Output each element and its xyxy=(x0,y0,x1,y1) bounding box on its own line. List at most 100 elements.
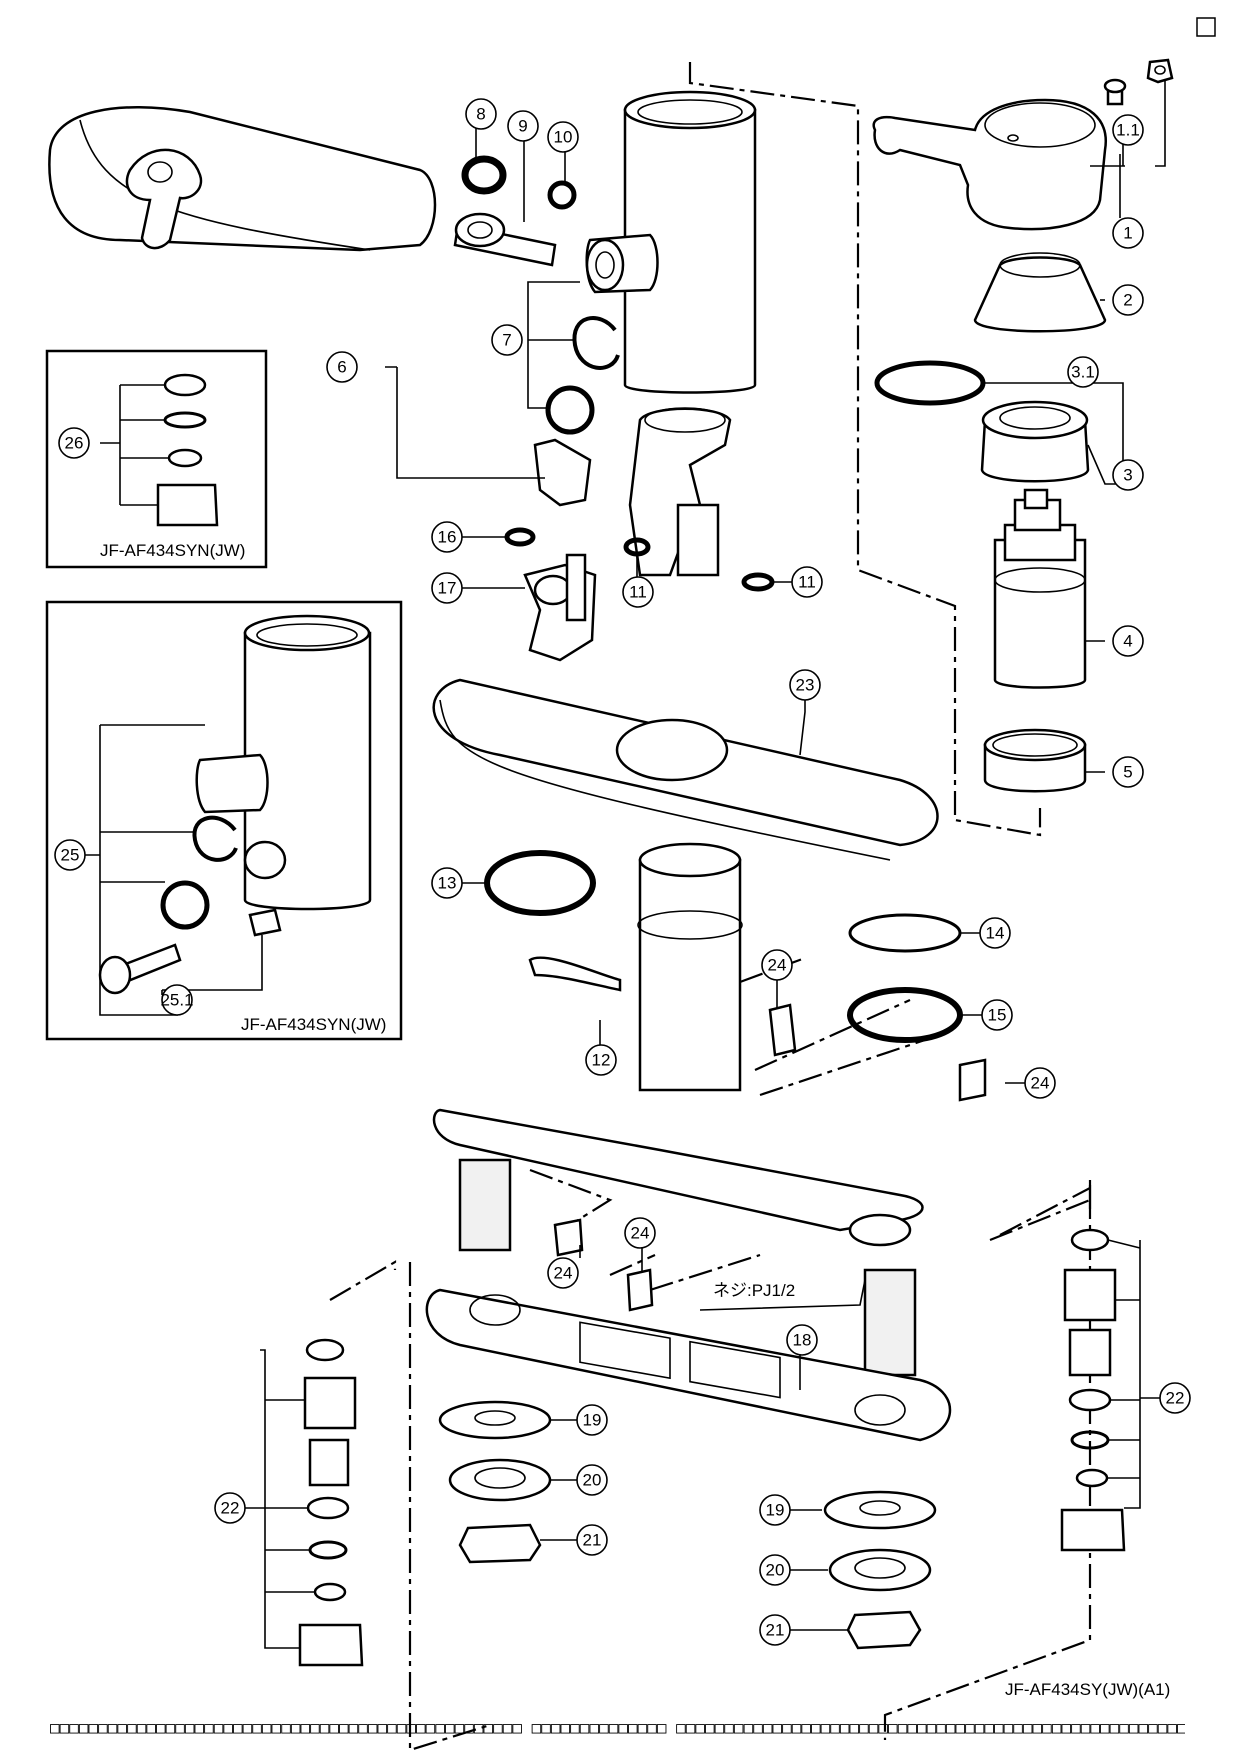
callout-3-text: 3 xyxy=(1123,466,1132,485)
callout-19b: 19 xyxy=(759,1494,791,1526)
main-model-label: JF-AF434SY(JW)(A1) xyxy=(1005,1680,1170,1699)
callout-15-text: 15 xyxy=(988,1006,1007,1025)
callout-19a: 19 xyxy=(576,1404,608,1436)
cartridge-nut-part xyxy=(980,400,1090,483)
base-body-part xyxy=(432,842,924,1377)
fitting-22-left-part xyxy=(298,1338,364,1667)
o-ring-11-right-part xyxy=(741,572,775,592)
inset-box-top xyxy=(45,349,268,569)
callout-2-text: 2 xyxy=(1123,291,1132,310)
nut-21-left-part xyxy=(458,1523,542,1564)
washer-20-left-part xyxy=(448,1458,552,1502)
callout-17-text: 17 xyxy=(438,579,457,598)
thread-spec-label: ネジ:PJ1/2 xyxy=(713,1281,795,1300)
clip-24-d-part xyxy=(626,1268,654,1312)
washer-19-left-part xyxy=(438,1400,552,1440)
inset-box-bottom xyxy=(45,600,403,1041)
callout-11b-text: 11 xyxy=(798,573,816,592)
callout-24b-text: 24 xyxy=(1031,1074,1050,1093)
callout-8: 8 xyxy=(465,98,497,130)
ring-5-part xyxy=(983,728,1087,793)
callout-11a-text: 11 xyxy=(629,583,647,602)
callout-1: 1 xyxy=(1112,217,1144,249)
callout-18: 18 xyxy=(786,1324,818,1356)
callout-11b: 11 xyxy=(791,566,823,598)
gasket-plate-part xyxy=(425,1288,952,1442)
fitting-22-right-part xyxy=(1060,1228,1126,1552)
callout-20b-text: 20 xyxy=(766,1561,785,1580)
callout-13: 13 xyxy=(431,867,463,899)
callout-1-text: 1 xyxy=(1123,224,1132,243)
packing-14-part xyxy=(848,913,962,953)
callout-12-text: 12 xyxy=(592,1051,611,1070)
washer-19-right-part xyxy=(823,1490,937,1530)
callout-21b: 21 xyxy=(759,1614,791,1646)
callout-12: 12 xyxy=(585,1044,617,1076)
callout-17: 17 xyxy=(431,572,463,604)
callout-4-text: 4 xyxy=(1123,632,1132,651)
valve-block-part xyxy=(628,407,732,577)
faucet-body-part xyxy=(585,90,757,394)
spout-part xyxy=(48,106,437,252)
callout-22a-text: 22 xyxy=(221,1499,240,1518)
callout-3: 3 xyxy=(1112,459,1144,491)
callout-1-1: 1.1 xyxy=(1112,114,1144,146)
o-ring-13-part xyxy=(484,850,596,916)
callout-24a-text: 24 xyxy=(768,956,787,975)
callout-3-1-text: 3.1 xyxy=(1071,363,1095,382)
callout-9: 9 xyxy=(507,110,539,142)
callout-24d-text: 24 xyxy=(554,1264,573,1283)
callouts: 1 1.1 2 3.1 3 4 5 6 7 8 9 10 11 11 12 13… xyxy=(54,98,1191,1646)
callout-5-text: 5 xyxy=(1123,763,1132,782)
clip-24-b-part xyxy=(958,1058,987,1102)
callout-14-text: 14 xyxy=(986,924,1005,943)
callout-6: 6 xyxy=(326,351,358,383)
callout-2: 2 xyxy=(1112,284,1144,316)
callout-16: 16 xyxy=(431,521,463,553)
leader-lines xyxy=(85,80,1166,1649)
callout-22a: 22 xyxy=(214,1492,246,1524)
callout-24c: 24 xyxy=(624,1217,656,1249)
callout-4: 4 xyxy=(1112,625,1144,657)
callout-21b-text: 21 xyxy=(766,1621,785,1640)
callout-25: 25 xyxy=(54,839,86,871)
callout-15: 15 xyxy=(981,999,1013,1031)
clip-24-a-part xyxy=(768,1003,797,1057)
callout-20a: 20 xyxy=(576,1464,608,1496)
clip-24-c-part xyxy=(553,1218,584,1257)
callout-22b-text: 22 xyxy=(1166,1389,1185,1408)
o-ring-16-part xyxy=(504,527,536,547)
callout-25-1-text: 25.1 xyxy=(160,991,193,1010)
callout-7: 7 xyxy=(491,324,523,356)
clamp-part xyxy=(528,956,622,992)
nut-21-right-part xyxy=(846,1610,922,1650)
callout-1-1-text: 1.1 xyxy=(1116,121,1140,140)
inset-bottom-model-label: JF-AF434SYN(JW) xyxy=(241,1015,386,1034)
inset-top-parts xyxy=(156,373,219,527)
callout-26: 26 xyxy=(58,427,90,459)
diverter-rod-part xyxy=(453,212,557,267)
corner-checkbox xyxy=(1196,17,1216,37)
callout-8-text: 8 xyxy=(476,105,485,124)
cover-cap-part xyxy=(973,252,1107,333)
callout-21a: 21 xyxy=(576,1524,608,1556)
callout-16-text: 16 xyxy=(438,528,457,547)
callout-18-text: 18 xyxy=(793,1331,812,1350)
lever-handle-part xyxy=(872,98,1107,231)
inset-top-model-label: JF-AF434SYN(JW) xyxy=(100,541,245,560)
footer-strip: □□□□□□□□□□□□□□□□□□□□□□□□□□□□□□□□□□□□□□□□… xyxy=(50,1718,1185,1736)
callout-23: 23 xyxy=(789,669,821,701)
callout-5: 5 xyxy=(1112,756,1144,788)
connector-part xyxy=(523,553,597,662)
callout-25-1: 25.1 xyxy=(160,984,194,1016)
callout-19a-text: 19 xyxy=(583,1411,602,1430)
callout-3-1: 3.1 xyxy=(1067,356,1099,388)
callout-24b: 24 xyxy=(1024,1067,1056,1099)
assembly-guide-lines xyxy=(329,62,1092,1752)
o-ring-8-part xyxy=(461,155,507,195)
callout-22b: 22 xyxy=(1159,1382,1191,1414)
callout-6-text: 6 xyxy=(337,358,346,377)
washer-20-right-part xyxy=(828,1548,932,1592)
cartridge-part xyxy=(993,488,1087,689)
o-ring-15-part xyxy=(847,987,963,1043)
